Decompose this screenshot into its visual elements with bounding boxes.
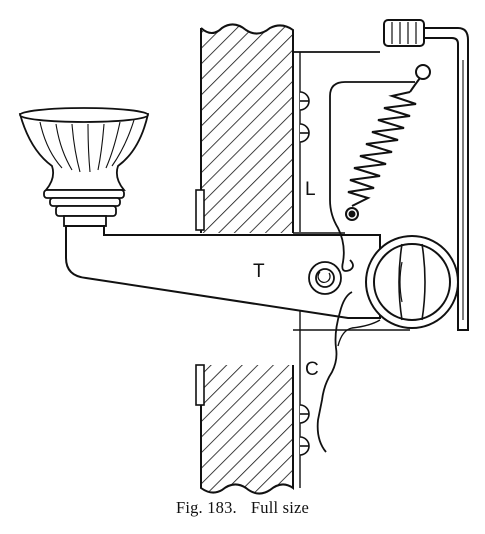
wooden-knob — [18, 107, 150, 227]
screw-heads — [299, 91, 310, 456]
board-face-plate — [293, 51, 410, 488]
eccentric-disc — [365, 235, 459, 329]
wires — [316, 81, 415, 453]
wood-board-lower — [195, 364, 294, 495]
wood-board-upper — [195, 23, 294, 234]
caption-scale-note: Full size — [250, 498, 310, 517]
figure-caption: Fig. 183. Full size — [0, 498, 485, 518]
caption-fig-number: Fig. 183. — [175, 498, 237, 517]
label-C: C — [305, 359, 319, 380]
pivot-pin — [308, 261, 342, 295]
lever-arm — [65, 225, 381, 319]
label-L: L — [305, 179, 316, 200]
label-T: T — [253, 261, 265, 282]
coil-spring — [345, 64, 431, 221]
upright-rod — [383, 19, 469, 331]
